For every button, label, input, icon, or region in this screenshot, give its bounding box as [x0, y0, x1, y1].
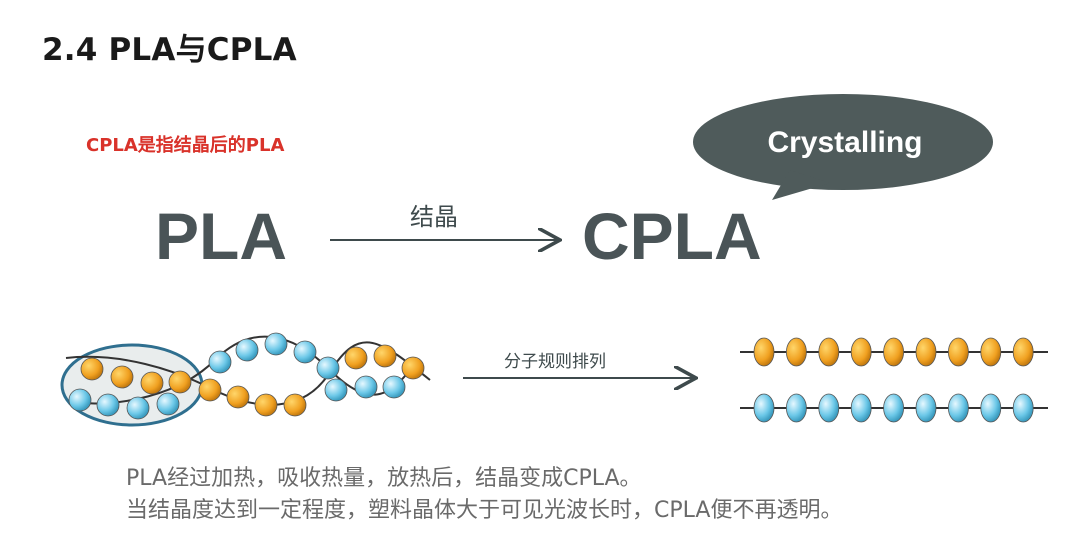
blue-bead: [156, 392, 180, 416]
ordered-molecules: [740, 337, 1048, 423]
blue-bead: [948, 393, 969, 423]
caption-line-2: 当结晶度达到一定程度，塑料晶体大于可见光波长时，CPLA便不再透明。: [126, 498, 843, 523]
orange-bead: [373, 344, 397, 368]
blue-bead: [208, 350, 232, 374]
blue-bead: [264, 332, 288, 356]
speech-bubble: Crystalling: [693, 94, 993, 200]
blue-bead: [324, 378, 348, 402]
blue-bead: [818, 393, 840, 423]
orange-bead: [226, 385, 250, 409]
disordered-molecule: [60, 332, 431, 427]
orange-bead: [915, 337, 937, 367]
bubble-shape: [693, 94, 993, 190]
blue-bead: [316, 356, 340, 380]
orange-bead: [140, 371, 164, 395]
blue-bead: [126, 396, 150, 420]
orange-bead: [753, 337, 775, 367]
orange-bead: [198, 378, 222, 402]
blue-bead: [883, 393, 904, 423]
term-cpla: CPLA: [582, 199, 762, 273]
blue-bead: [753, 393, 775, 423]
blue-bead: [786, 393, 807, 423]
orange-bead: [80, 357, 104, 381]
blue-bead: [96, 393, 120, 417]
blue-bead: [1012, 393, 1034, 423]
orange-bead: [344, 346, 368, 370]
caption-line-1: PLA经过加热，吸收热量，放热后，结晶变成CPLA。: [126, 466, 642, 491]
orange-bead: [110, 365, 134, 389]
orange-bead: [254, 393, 278, 417]
orange-bead: [786, 337, 807, 367]
reaction-arrow-label: 结晶: [410, 203, 458, 231]
orange-bead: [818, 337, 840, 367]
blue-bead: [235, 338, 259, 362]
orange-bead: [283, 393, 307, 417]
blue-bead: [354, 375, 378, 399]
orange-bead: [980, 337, 1002, 367]
blue-bead: [915, 393, 937, 423]
blue-bead: [68, 388, 92, 412]
orange-bead: [1012, 337, 1034, 367]
molecule-arrow-label: 分子规则排列: [504, 352, 606, 372]
orange-bead: [883, 337, 904, 367]
orange-bead: [850, 337, 872, 367]
orange-bead: [948, 337, 969, 367]
bubble-tail: [772, 170, 830, 200]
blue-bead: [293, 340, 317, 364]
bubble-text: Crystalling: [767, 126, 922, 159]
blue-bead: [980, 393, 1002, 423]
orange-bead: [168, 370, 192, 394]
slide-title: 2.4 PLA与CPLA: [42, 32, 297, 68]
blue-bead: [382, 375, 406, 399]
term-pla: PLA: [155, 199, 287, 273]
orange-bead: [401, 356, 425, 380]
cpla-definition: CPLA是指结晶后的PLA: [86, 135, 285, 156]
blue-bead: [850, 393, 872, 423]
